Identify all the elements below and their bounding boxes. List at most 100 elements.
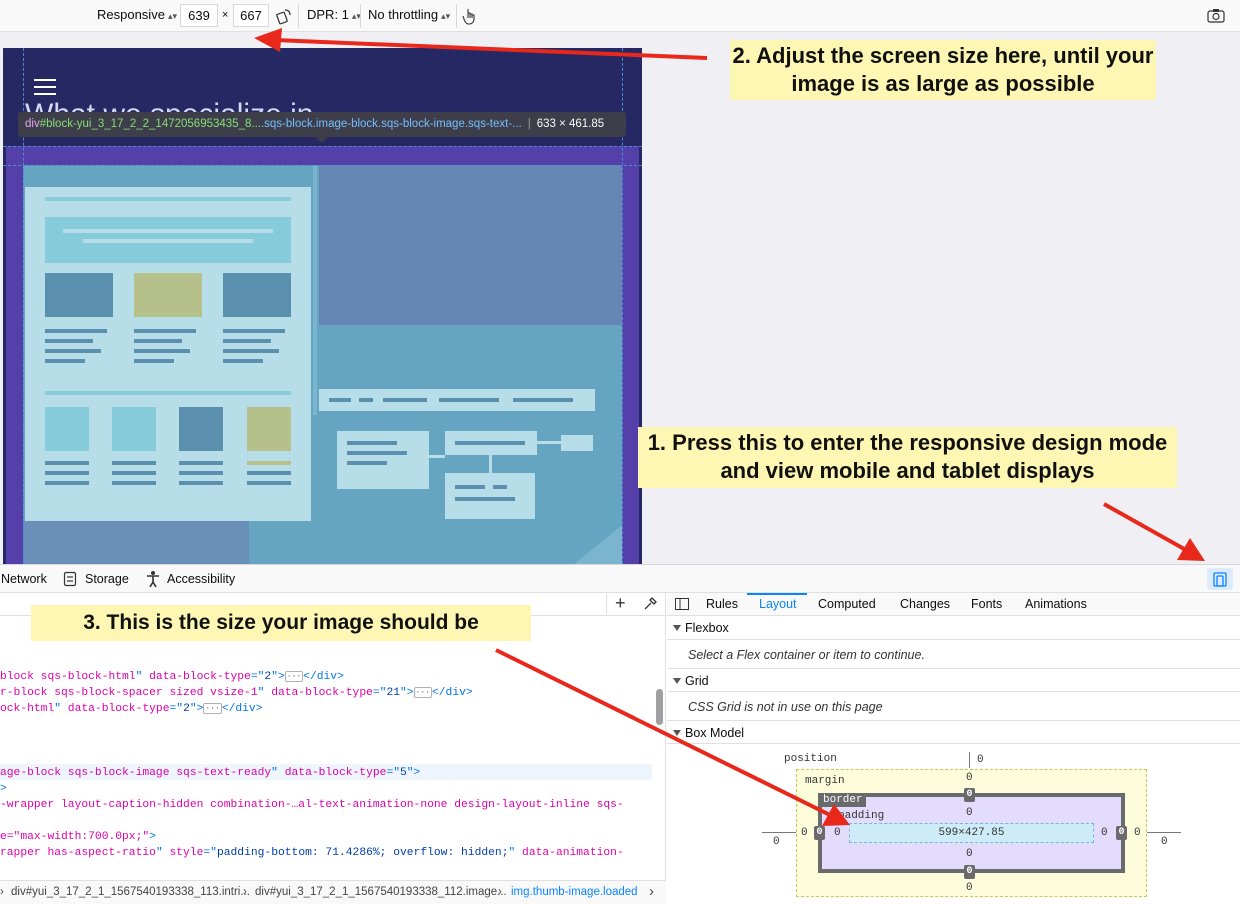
box-model-section-header[interactable]: Box Model — [667, 720, 1240, 744]
times-sign: × — [222, 9, 229, 21]
markup-line[interactable]: block sqs-block-html" data-block-type="2… — [0, 671, 344, 683]
tab-storage[interactable]: Storage — [85, 572, 129, 586]
accessibility-icon — [147, 571, 159, 588]
ellipsis-icon[interactable]: ··· — [413, 687, 432, 698]
tab-fonts[interactable]: Fonts — [971, 597, 1003, 611]
markup-tail: </div> — [431, 687, 473, 699]
responsive-design-mode-button[interactable] — [1207, 568, 1233, 590]
arrowhead — [254, 28, 282, 52]
tab-network[interactable]: Network — [1, 572, 47, 586]
margin-left-value[interactable]: 0 — [801, 827, 808, 839]
markup-class: r-block sqs-block-spacer sized vsize-1 — [0, 687, 258, 699]
padding-bottom-value[interactable]: 0 — [966, 848, 973, 860]
markup-line[interactable]: r-block sqs-block-spacer sized vsize-1" … — [0, 687, 473, 699]
section-title: Flexbox — [685, 621, 729, 635]
device-selector-label: Responsive — [97, 7, 165, 22]
position-top-value[interactable]: 0 — [977, 754, 984, 766]
tab-rules[interactable]: Rules — [706, 597, 738, 611]
padding-left-value[interactable]: 0 — [834, 827, 841, 839]
position-left-line — [762, 832, 796, 833]
arrow-to-size-inputs — [274, 38, 708, 60]
responsive-toolbar: Responsive▴▾ 639 × 667 DPR: 1▴▾ No throt… — [0, 0, 1240, 32]
touch-simulation-icon[interactable] — [462, 7, 478, 25]
border-right-value[interactable]: 0 — [1116, 826, 1127, 840]
viewport-width-input[interactable]: 639 — [180, 4, 218, 27]
flexbox-section-header[interactable]: Flexbox — [667, 616, 1240, 640]
padding-top-value[interactable]: 0 — [966, 807, 973, 819]
markup-line[interactable]: -wrapper layout-caption-hidden combinati… — [0, 797, 624, 813]
border-top-value[interactable]: 0 — [964, 788, 975, 802]
hamburger-menu-icon[interactable] — [29, 70, 67, 104]
responsive-mode-icon — [1213, 572, 1227, 587]
breadcrumb-chevron-icon: › — [243, 886, 247, 898]
throttling-label: No throttling — [368, 7, 439, 22]
tab-changes[interactable]: Changes — [900, 597, 951, 611]
devtools-tab-bar: Network Storage Accessibility — [0, 564, 1240, 593]
markup-line[interactable]: ock-html" data-block-type="2">···</div> — [0, 703, 263, 715]
markup-line: > — [0, 783, 7, 795]
padding-label: padding — [838, 810, 885, 822]
toolbar-separator — [606, 592, 607, 614]
tab-layout[interactable]: Layout — [759, 597, 797, 611]
markup-class: e="max-width:700.0px;" — [0, 831, 150, 843]
rotate-icon[interactable] — [275, 7, 293, 25]
breadcrumb-item-selected[interactable]: img.thumb-image.loaded — [511, 886, 638, 898]
markup-attr-value: padding-bottom: 71.4286%; overflow: hidd… — [216, 847, 509, 859]
markup-view: + — [0, 592, 666, 904]
markup-tail: data-animation- — [522, 847, 624, 859]
ellipsis-icon[interactable]: ··· — [203, 703, 222, 714]
grid-section-header[interactable]: Grid — [667, 668, 1240, 692]
position-right-value[interactable]: 0 — [1161, 836, 1168, 848]
padding-right-value[interactable]: 0 — [1101, 827, 1108, 839]
device-selector[interactable]: Responsive▴▾ — [97, 7, 177, 22]
tab-accessibility[interactable]: Accessibility — [167, 572, 236, 586]
collapse-triangle-icon — [673, 625, 681, 631]
margin-top-value[interactable]: 0 — [966, 772, 973, 784]
tooltip-tag: div — [25, 118, 40, 130]
guide-line — [23, 48, 24, 564]
markup-attr-name: data-block-type — [149, 671, 251, 683]
markup-attr-name: data-block-type — [284, 767, 387, 779]
collapse-triangle-icon — [673, 730, 681, 736]
border-left-value[interactable]: 0 — [814, 826, 825, 840]
markup-line-selected[interactable]: age-block sqs-block-image sqs-text-ready… — [0, 767, 421, 779]
eyedropper-icon[interactable] — [643, 597, 657, 611]
guide-line — [622, 48, 623, 564]
viewport-height-input[interactable]: 667 — [233, 4, 269, 27]
position-left-value[interactable]: 0 — [773, 836, 780, 848]
toolbar-separator — [456, 4, 457, 28]
toggle-pane-icon[interactable] — [675, 598, 689, 610]
markup-line[interactable]: e="max-width:700.0px;"> — [0, 831, 156, 843]
breadcrumb-item[interactable]: div#yui_3_17_2_1_1567540193338_112.image… — [255, 886, 507, 898]
markup-line[interactable]: rapper has-aspect-ratio" style="padding-… — [0, 847, 624, 859]
active-tab-indicator — [747, 593, 807, 595]
section-title: Grid — [685, 674, 709, 688]
position-label: position — [784, 753, 837, 765]
border-label: border — [820, 794, 866, 807]
arrowhead — [1177, 538, 1205, 561]
tab-computed[interactable]: Computed — [818, 597, 876, 611]
tab-animations[interactable]: Animations — [1025, 597, 1087, 611]
breadcrumb-item[interactable]: div#yui_3_17_2_1_1567540193338_113.intri… — [11, 886, 250, 898]
toolbar-separator — [298, 4, 299, 28]
margin-right-value[interactable]: 0 — [1134, 827, 1141, 839]
border-bottom-value[interactable]: 0 — [964, 865, 975, 879]
markup-attr-value: 21 — [386, 687, 401, 699]
margin-bottom-value[interactable]: 0 — [966, 882, 973, 894]
chevron-right-icon[interactable]: › — [649, 883, 654, 900]
tooltip-separator: | — [527, 118, 531, 130]
content-box-size[interactable]: 599×427.85 — [849, 823, 1094, 843]
section-title: Box Model — [685, 726, 745, 740]
selector-arrows-icon: ▴▾ — [441, 11, 451, 21]
markup-scrollbar[interactable] — [656, 689, 663, 725]
markup-class: rapper has-aspect-ratio — [0, 847, 156, 859]
markup-class: ock-html — [0, 703, 55, 715]
screenshot-camera-icon[interactable] — [1207, 8, 1225, 24]
throttling-selector[interactable]: No throttling▴▾ — [368, 7, 450, 22]
tooltip-classes: .sqs-block.image-block.sqs-block-image.s… — [260, 118, 522, 130]
dpr-selector[interactable]: DPR: 1▴▾ — [307, 7, 361, 22]
markup-tail: </div> — [303, 671, 344, 683]
callout-adjust-size: 2. Adjust the screen size here, until yo… — [730, 40, 1156, 100]
add-node-icon[interactable]: + — [615, 593, 626, 613]
ellipsis-icon[interactable]: ··· — [284, 671, 304, 682]
